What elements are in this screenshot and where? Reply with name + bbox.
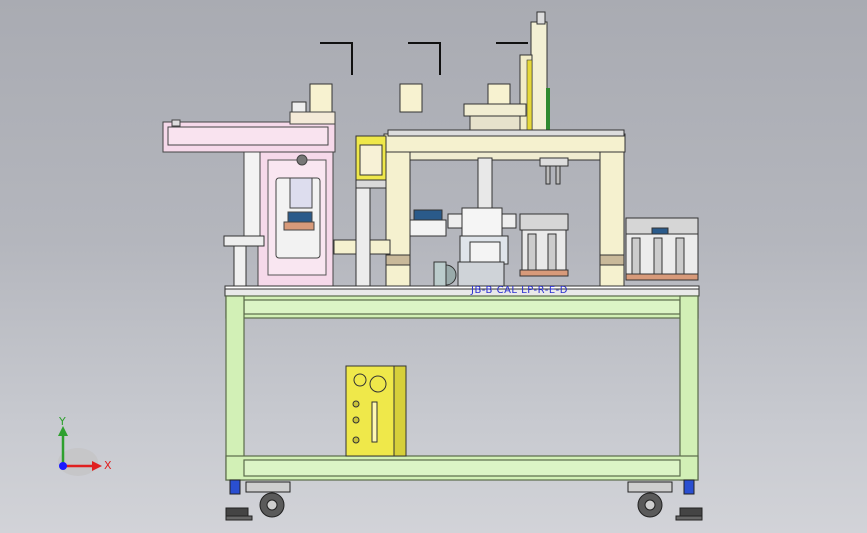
left-tray	[223, 187, 447, 289]
overlay-label: JB-B CAL LP-R-E-D	[470, 285, 568, 296]
green-frame	[225, 295, 699, 481]
pink-module	[243, 151, 334, 290]
right-cluster-2	[625, 217, 699, 281]
controller-box	[345, 365, 407, 457]
axis-triad[interactable]: Y X	[58, 415, 112, 476]
table-top	[224, 285, 700, 297]
casters	[225, 479, 703, 521]
x-axis-arrowhead	[92, 461, 102, 471]
top-brackets	[320, 42, 528, 75]
center-unit	[433, 207, 517, 289]
right-cluster-1	[519, 213, 569, 277]
gripper	[477, 157, 569, 209]
y-axis-arrowhead	[58, 426, 68, 436]
x-axis-label: X	[104, 459, 112, 472]
yellow-cabinet	[355, 135, 387, 189]
y-axis-label: Y	[58, 415, 66, 428]
triad-disc	[58, 448, 98, 476]
vertical-column	[519, 11, 550, 136]
main-gantry	[383, 129, 626, 291]
upper-cups	[291, 83, 527, 131]
left-arm	[162, 111, 336, 153]
origin-dot	[59, 462, 67, 470]
